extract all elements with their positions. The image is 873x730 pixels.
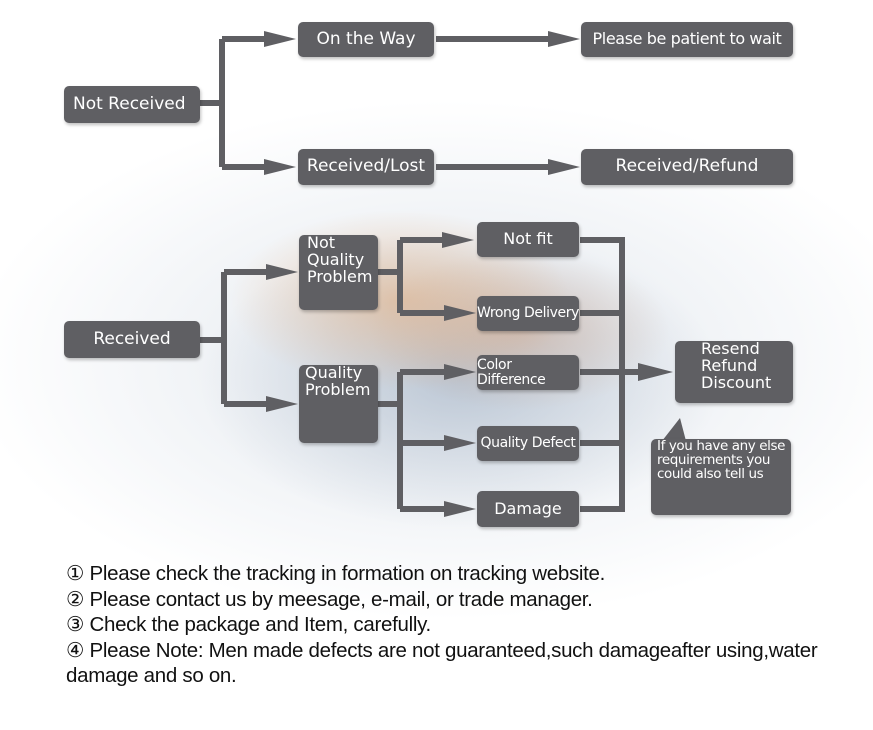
- node-damage: Damage: [477, 491, 579, 527]
- node-please-wait: Please be patient to wait: [581, 22, 793, 57]
- node-quality-defect: Quality Defect: [477, 426, 579, 461]
- node-color-difference-label: Color Difference: [477, 356, 546, 388]
- node-received-label: Received: [93, 328, 171, 349]
- node-not-received: Not Received: [64, 86, 200, 123]
- note-else-requirements-line3: could also tell us: [657, 466, 764, 483]
- node-quality-problem-line2: Problem: [305, 379, 371, 399]
- node-please-wait-label: Please be patient to wait: [592, 29, 782, 49]
- node-resolution: Resend Refund Discount: [675, 339, 793, 403]
- instruction-notes: ① Please check the tracking in formation…: [66, 561, 856, 689]
- node-not-quality-problem: Not Quality Problem: [299, 233, 378, 310]
- node-wrong-delivery-label: Wrong Delivery: [477, 305, 579, 322]
- node-color-difference: Color Difference: [477, 355, 579, 390]
- node-on-the-way: On the Way: [298, 22, 434, 57]
- note-2: ② Please contact us by meesage, e-mail, …: [66, 587, 593, 611]
- node-received-lost: Received/Lost: [298, 149, 434, 185]
- note-3: ③ Check the package and Item, carefully.: [66, 613, 431, 636]
- node-wrong-delivery: Wrong Delivery: [477, 296, 579, 331]
- node-not-quality-problem-line1: Not: [307, 233, 336, 252]
- node-received-lost-label: Received/Lost: [306, 156, 426, 177]
- node-not-quality-problem-line3: Problem: [307, 266, 373, 286]
- node-received-refund-label: Received/Refund: [615, 156, 759, 177]
- note-else-requirements-line1: If you have any else: [657, 438, 786, 454]
- node-not-fit-label: Not fit: [503, 229, 553, 249]
- node-not-fit: Not fit: [477, 222, 579, 257]
- node-on-the-way-label: On the Way: [316, 28, 416, 49]
- node-not-received-label: Not Received: [73, 93, 186, 114]
- note-else-requirements-line2: requirements you: [657, 452, 771, 469]
- node-quality-problem: Quality Problem: [299, 363, 378, 443]
- node-received: Received: [64, 321, 200, 358]
- node-resolution-resend: Resend: [701, 339, 760, 358]
- node-resolution-discount: Discount: [701, 372, 772, 392]
- node-damage-label: Damage: [494, 498, 562, 518]
- node-received-refund: Received/Refund: [581, 149, 793, 185]
- node-quality-defect-label: Quality Defect: [480, 435, 576, 452]
- node-resolution-refund: Refund: [701, 355, 758, 375]
- note-else-requirements: If you have any else requirements you co…: [651, 439, 791, 515]
- node-not-quality-problem-line2: Quality: [307, 249, 365, 269]
- note-4: ④ Please Note: Men made defects are not …: [66, 638, 818, 688]
- note-1: ① Please check the tracking in formation…: [66, 562, 606, 585]
- node-quality-problem-line1: Quality: [305, 363, 363, 382]
